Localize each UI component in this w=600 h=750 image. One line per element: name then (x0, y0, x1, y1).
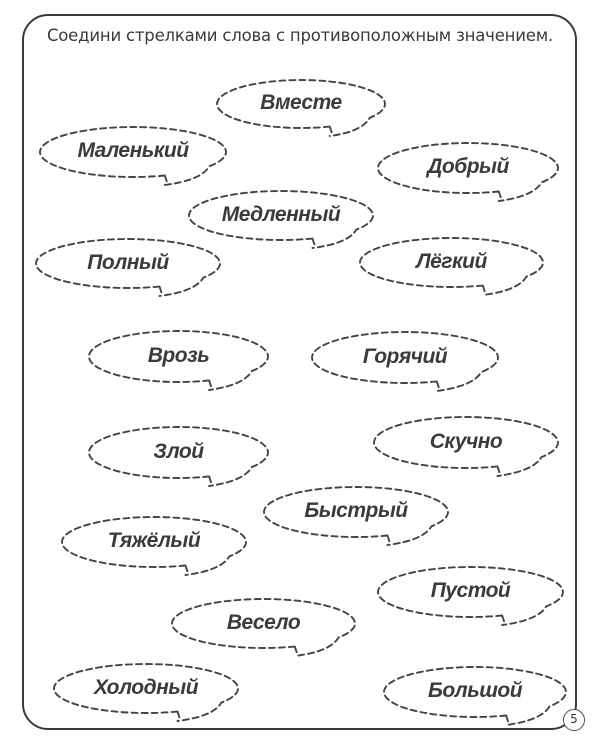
word-bubble-1[interactable]: Маленький (38, 125, 228, 186)
worksheet-frame (22, 14, 577, 730)
speech-bubble-outline-icon (35, 238, 221, 297)
speech-bubble-outline-icon (377, 142, 559, 202)
speech-bubble-outline-icon (377, 566, 564, 626)
bubble-word: Пустой (430, 579, 511, 602)
word-bubble-11[interactable]: Тяжёлый (60, 515, 248, 576)
speech-bubble-outline-icon (373, 416, 559, 477)
speech-bubble-outline-icon (61, 516, 247, 576)
word-bubble-9[interactable]: Скучно (372, 415, 560, 477)
bubble-word: Злой (153, 439, 204, 463)
word-bubble-0[interactable]: Вместе (215, 78, 387, 137)
bubble-word: Лёгкий (416, 249, 487, 273)
bubble-word: Холодный (93, 675, 199, 699)
bubble-word: Медленный (221, 202, 341, 226)
bubble-word: Вместе (260, 91, 342, 114)
word-bubble-6[interactable]: Врозь (87, 329, 270, 391)
instruction-text: Соедини стрелками слова с противоположны… (46, 26, 554, 45)
speech-bubble-outline-icon (88, 330, 269, 391)
speech-bubble-outline-icon (39, 126, 227, 186)
bubble-word: Весело (226, 610, 301, 634)
speech-bubble-outline-icon (53, 663, 239, 722)
word-bubble-7[interactable]: Горячий (310, 330, 500, 392)
speech-bubble-outline-icon (171, 598, 356, 657)
word-bubble-2[interactable]: Добрый (376, 141, 560, 202)
word-bubble-13[interactable]: Весело (170, 597, 357, 657)
word-bubble-12[interactable]: Пустой (376, 565, 565, 626)
speech-bubble-outline-icon (311, 331, 499, 392)
speech-bubble-outline-icon (88, 426, 269, 487)
word-bubble-5[interactable]: Лёгкий (358, 236, 545, 296)
bubble-word: Горячий (362, 344, 448, 368)
bubble-word: Быстрый (304, 499, 408, 522)
speech-bubble-outline-icon (216, 79, 386, 137)
bubble-word: Маленький (77, 139, 189, 162)
bubble-word: Скучно (429, 429, 503, 453)
bubble-word: Полный (87, 250, 169, 274)
word-bubble-8[interactable]: Злой (87, 425, 270, 487)
page-number-badge: 5 (563, 709, 585, 731)
speech-bubble-outline-icon (188, 190, 374, 249)
bubble-word: Большой (427, 679, 523, 702)
word-bubble-3[interactable]: Медленный (187, 189, 375, 249)
speech-bubble-outline-icon (359, 237, 544, 296)
word-bubble-14[interactable]: Холодный (52, 662, 240, 722)
bubble-word: Тяжёлый (107, 529, 201, 552)
word-bubble-15[interactable]: Большой (382, 665, 568, 726)
word-bubble-4[interactable]: Полный (34, 237, 222, 297)
speech-bubble-outline-icon (263, 486, 449, 546)
word-bubble-10[interactable]: Быстрый (262, 485, 450, 546)
bubble-word: Добрый (427, 155, 509, 178)
speech-bubble-outline-icon (383, 666, 567, 726)
bubble-word: Врозь (147, 343, 210, 367)
